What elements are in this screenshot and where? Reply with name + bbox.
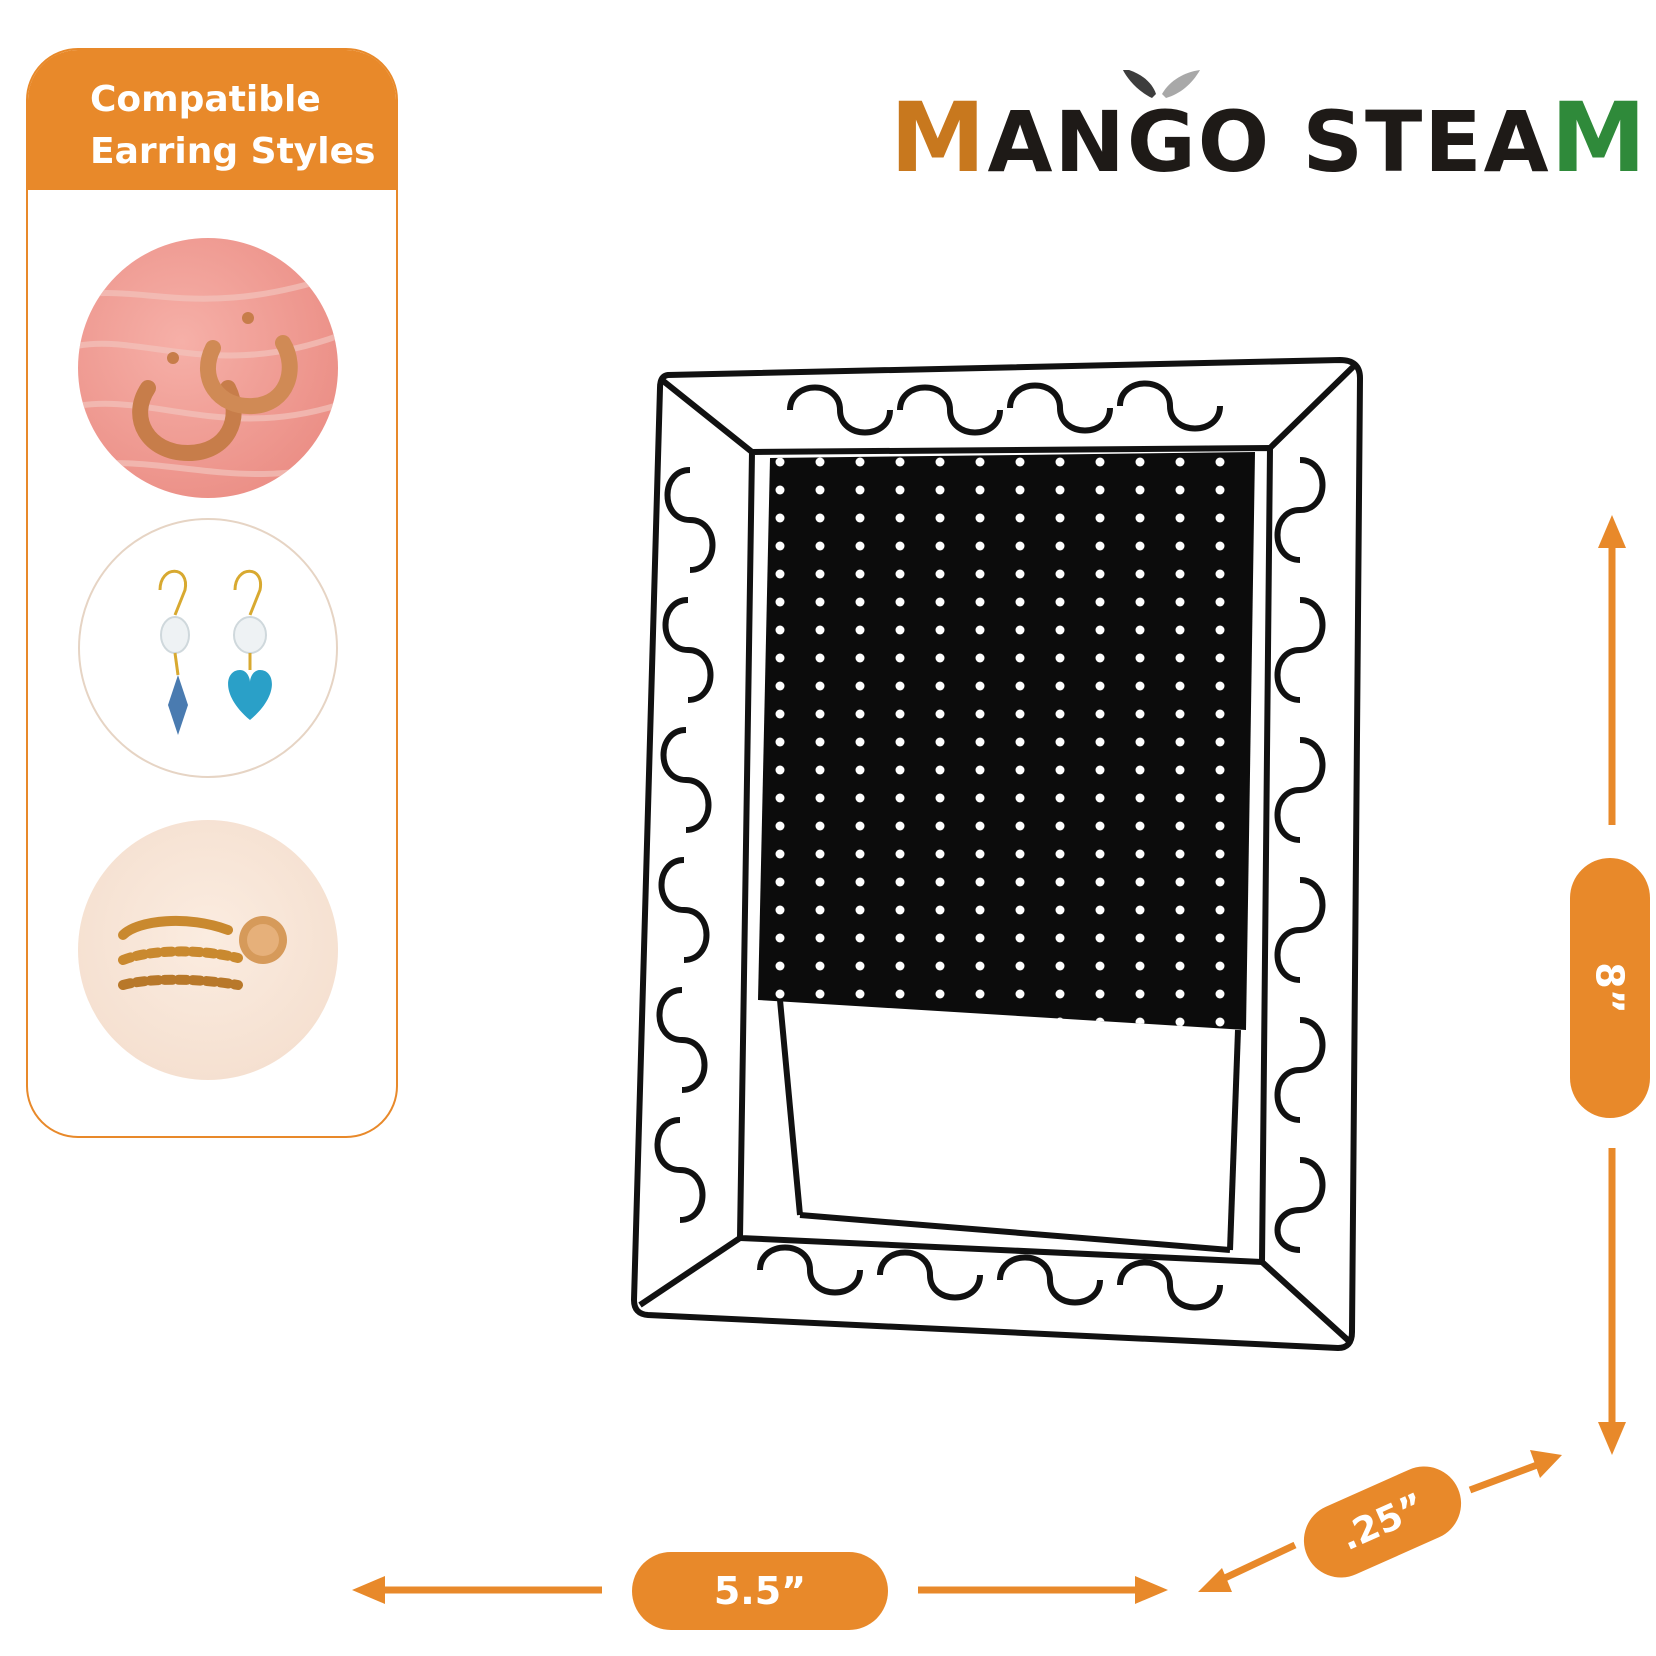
brand-name-suffix: M <box>1550 82 1649 194</box>
brand-name-prefix: M <box>890 82 988 194</box>
width-dimension-label: 5.5” <box>713 1569 807 1613</box>
leaf-icon <box>1122 70 1200 98</box>
hoop-earrings-icon <box>78 271 338 477</box>
brand-logo: MANGO STEAM <box>890 70 1646 194</box>
panel-title-line1: Compatible <box>90 79 321 120</box>
width-dimension-badge: 5.5” <box>632 1552 888 1630</box>
brand-name: MANGO STEAM <box>890 82 1648 194</box>
panel-header: Compatible Earring Styles <box>28 50 396 190</box>
hoop-earrings-image <box>78 238 338 498</box>
ear-cuff-image <box>78 820 338 1080</box>
panel-title-line2: Earring Styles <box>90 131 376 172</box>
drop-earrings-icon <box>158 569 272 735</box>
panel-title: Compatible Earring Styles <box>90 74 390 178</box>
compatible-styles-panel: Compatible Earring Styles <box>26 48 398 1138</box>
height-dimension-badge: 8” <box>1570 858 1650 1118</box>
ear-cuff-icon <box>118 916 287 990</box>
brand-name-middle: ANGO STEA <box>987 93 1551 191</box>
drop-earrings-image <box>78 518 338 778</box>
height-dimension-label: 8” <box>1587 962 1632 1014</box>
